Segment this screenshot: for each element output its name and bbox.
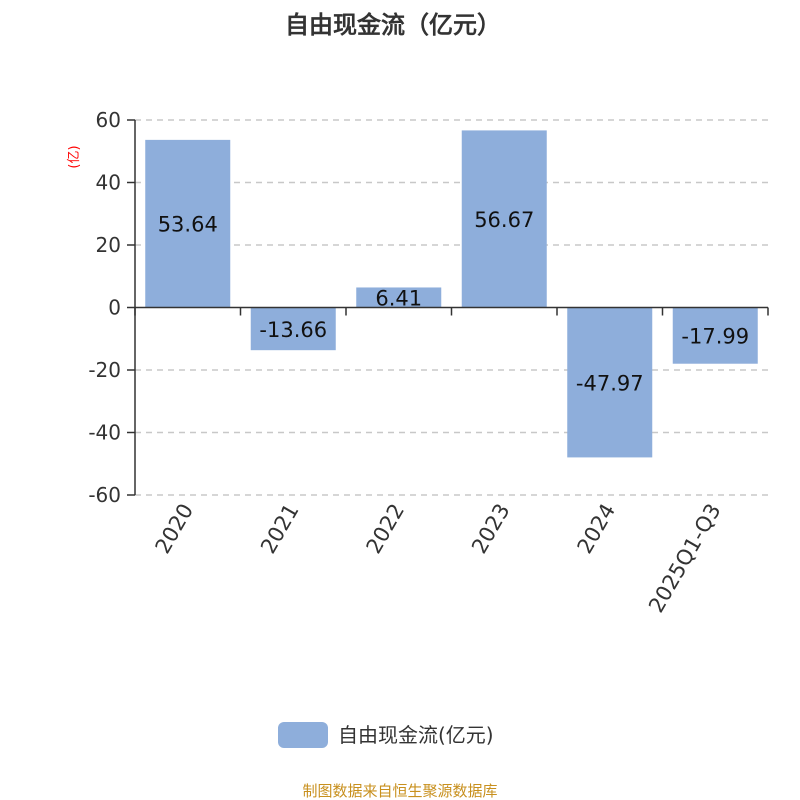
bar[interactable] — [356, 287, 442, 308]
data-label: -17.99 — [681, 325, 749, 349]
x-tick-label: 2022 — [362, 500, 410, 558]
y-tick-label: 0 — [108, 296, 121, 320]
x-tick-label: 2023 — [467, 500, 515, 558]
data-label: 53.64 — [158, 213, 218, 237]
bar[interactable] — [461, 130, 547, 308]
x-tick-label: 2024 — [573, 500, 621, 558]
y-tick-label: 20 — [96, 233, 121, 257]
legend-swatch[interactable] — [278, 722, 328, 748]
bar[interactable] — [250, 307, 336, 351]
y-tick-label: -60 — [88, 483, 121, 507]
y-axis-label: (亿) — [67, 145, 82, 168]
data-label: 6.41 — [375, 286, 422, 310]
legend: 自由现金流(亿元) — [278, 722, 494, 748]
y-tick-label: -20 — [88, 358, 121, 382]
bar[interactable] — [672, 307, 758, 364]
data-label: -47.97 — [576, 371, 644, 395]
x-tick-label: 2021 — [256, 500, 304, 558]
x-tick-label: 2020 — [151, 500, 199, 558]
y-tick-label: 40 — [96, 171, 121, 195]
data-label: 56.67 — [474, 208, 534, 232]
source-footer: 制图数据来自恒生聚源数据库 — [302, 782, 497, 800]
bar[interactable] — [145, 139, 231, 308]
y-tick-label: 60 — [96, 108, 121, 132]
x-tick-label: 2025Q1-Q3 — [644, 500, 726, 617]
bar[interactable] — [567, 307, 653, 458]
chart-title: 自由现金流（亿元） — [285, 11, 501, 39]
legend-label[interactable]: 自由现金流(亿元) — [338, 723, 494, 747]
y-tick-label: -40 — [88, 421, 121, 445]
data-label: -13.66 — [259, 318, 327, 342]
